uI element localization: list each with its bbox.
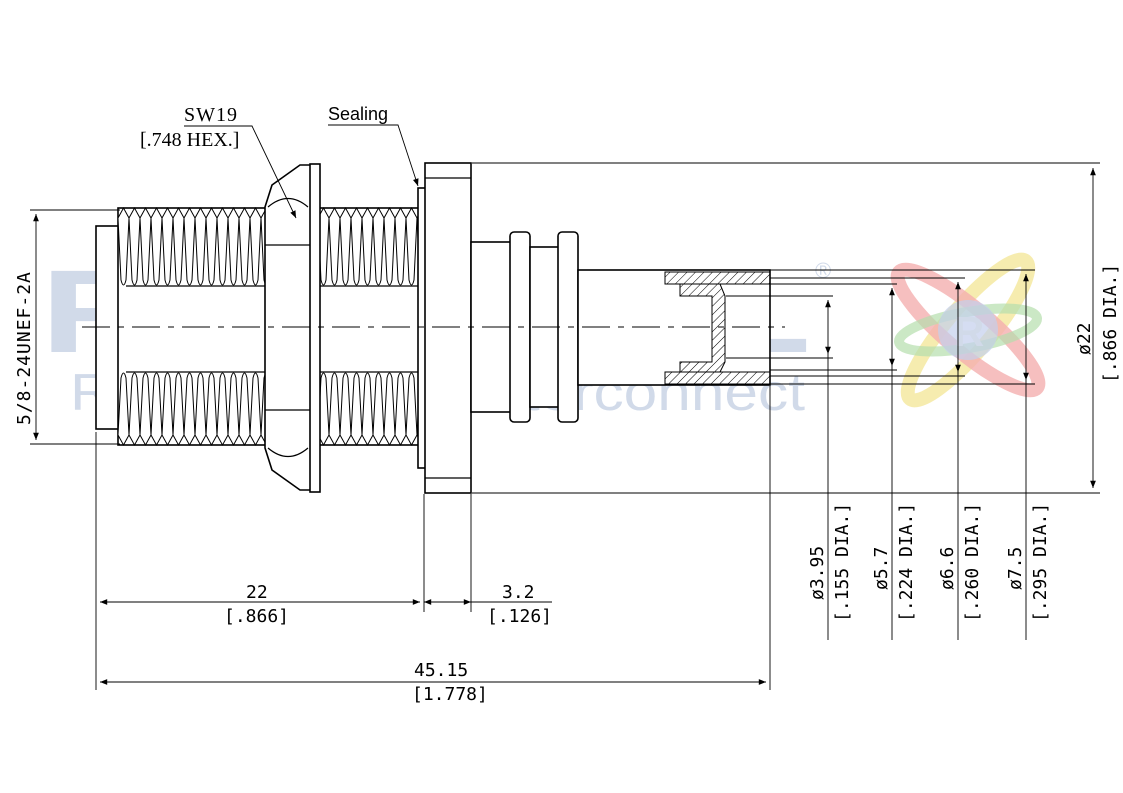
thread-tooth xyxy=(183,206,196,286)
dia-3-95-in: [.155 DIA.] xyxy=(832,503,853,622)
len-22: 22 xyxy=(246,582,268,603)
len-total: 45.15 xyxy=(414,660,468,681)
thread-tooth xyxy=(150,372,163,447)
hex-label: SW19 xyxy=(184,104,238,126)
sealing-label: Sealing xyxy=(328,104,388,124)
thread-tooth xyxy=(227,206,240,286)
thread-tooth xyxy=(194,206,207,286)
thread-tooth xyxy=(227,372,240,447)
watermark-registered: ® xyxy=(815,258,831,283)
thread-tooth xyxy=(139,206,152,286)
diameter-dimensions: ø22 [.866 DIA.] ø3.95 [.155 DIA.] ø5.7 [… xyxy=(472,162,1121,640)
dia-22-in: [.866 DIA.] xyxy=(1100,264,1121,383)
dia-3-95: ø3.95 xyxy=(807,546,828,600)
dia-5-7: ø5.7 xyxy=(871,547,892,590)
thread-tooth xyxy=(328,372,341,447)
len-22-in: [.866] xyxy=(224,606,289,627)
thread-teeth xyxy=(117,206,429,447)
callouts: SW19 [.748 HEX.] Sealing 5/8-24UNEF-2A xyxy=(14,104,419,445)
thread-tooth xyxy=(394,372,407,447)
thread-tooth xyxy=(128,206,141,286)
thread-tooth xyxy=(183,372,196,447)
dia-6-6-in: [.260 DIA.] xyxy=(962,503,983,622)
thread-tooth xyxy=(205,372,218,447)
thread-tooth xyxy=(383,206,396,286)
sleeve-top-hatch xyxy=(664,271,771,285)
sleeve-bottom-hatch xyxy=(664,371,771,385)
washer xyxy=(309,163,321,493)
thread-tooth xyxy=(128,372,141,447)
thread-tooth xyxy=(249,206,262,286)
thread-tooth xyxy=(216,372,229,447)
thread-tooth xyxy=(194,372,207,447)
hex-sub-label: [.748 HEX.] xyxy=(140,129,239,151)
thread-tooth xyxy=(205,206,218,286)
dia-5-7-in: [.224 DIA.] xyxy=(896,503,917,622)
thread-tooth xyxy=(328,206,341,286)
thread-tooth xyxy=(117,372,130,447)
dia-7-5: ø7.5 xyxy=(1005,547,1026,590)
thread-tooth xyxy=(372,206,385,286)
thread-tooth xyxy=(238,206,251,286)
thread-tooth xyxy=(161,206,174,286)
thread-label: 5/8-24UNEF-2A xyxy=(14,271,35,425)
thread-tooth xyxy=(161,372,174,447)
thread-tooth xyxy=(361,372,374,447)
thread-tooth xyxy=(383,372,396,447)
thread-tooth xyxy=(172,206,185,286)
thread-tooth xyxy=(238,372,251,447)
thread-tooth xyxy=(405,372,418,447)
dia-22: ø22 xyxy=(1074,322,1095,355)
length-dimensions: 22 [.866] 3.2 [.126] 45.15 [1.778] xyxy=(95,386,771,705)
connector-body xyxy=(82,162,785,494)
thread-tooth xyxy=(249,372,262,447)
thread-tooth xyxy=(150,206,163,286)
len-total-in: [1.778] xyxy=(412,684,488,705)
dia-7-5-in: [.295 DIA.] xyxy=(1030,503,1051,622)
thread-tooth xyxy=(339,206,352,286)
len-3-2-in: [.126] xyxy=(487,606,552,627)
thread-tooth xyxy=(372,372,385,447)
dia-6-6: ø6.6 xyxy=(937,547,958,590)
thread-tooth xyxy=(405,206,418,286)
thread-tooth xyxy=(339,372,352,447)
flange xyxy=(424,162,472,494)
watermark-logo-letter: R xyxy=(954,308,984,355)
thread-tooth xyxy=(350,206,363,286)
thread-tooth xyxy=(216,206,229,286)
thread-tooth xyxy=(394,206,407,286)
thread-tooth xyxy=(361,206,374,286)
sleeve-inner-hatch xyxy=(679,283,726,373)
len-3-2: 3.2 xyxy=(502,582,535,603)
thread-tooth xyxy=(350,372,363,447)
thread-tooth xyxy=(139,372,152,447)
thread-tooth xyxy=(172,372,185,447)
thread-tooth xyxy=(117,206,130,286)
